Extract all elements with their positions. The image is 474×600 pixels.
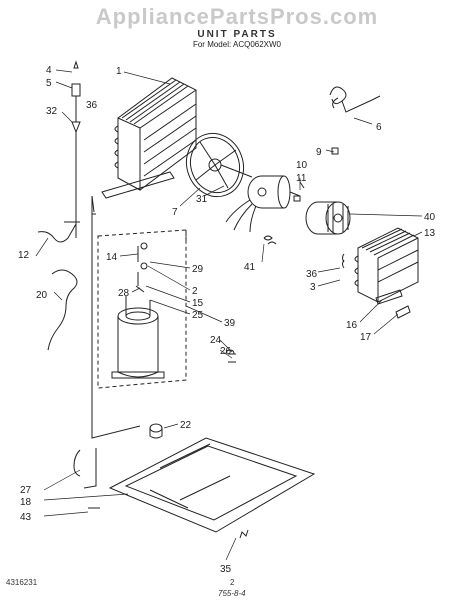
page-number: 2 bbox=[230, 578, 235, 587]
callout-28: 28 bbox=[118, 288, 130, 299]
callout-7: 7 bbox=[172, 207, 178, 218]
compressor bbox=[111, 242, 165, 379]
callout-32: 32 bbox=[46, 106, 58, 117]
callout-labels: 1 4 5 36 32 6 9 10 11 31 7 40 13 41 36 3… bbox=[18, 65, 436, 575]
handwritten-note: 755-8-4 bbox=[218, 589, 246, 598]
callout-39: 39 bbox=[224, 318, 236, 329]
compressor-box bbox=[97, 229, 187, 389]
callout-36-right: 36 bbox=[306, 269, 318, 280]
callout-15: 15 bbox=[192, 298, 204, 309]
fan-motor bbox=[225, 175, 301, 233]
condenser-coil bbox=[114, 77, 197, 191]
callout-24: 24 bbox=[210, 335, 222, 346]
callout-25: 25 bbox=[192, 310, 204, 321]
power-cord bbox=[37, 221, 80, 351]
callout-1: 1 bbox=[116, 66, 122, 77]
callout-3: 3 bbox=[310, 282, 316, 293]
callout-9: 9 bbox=[316, 147, 322, 158]
callout-40: 40 bbox=[424, 212, 436, 223]
blower-wheel bbox=[305, 201, 351, 235]
callout-29: 29 bbox=[192, 264, 204, 275]
fan-blade bbox=[186, 132, 253, 198]
callout-22: 22 bbox=[180, 420, 192, 431]
capillary-tube bbox=[329, 86, 381, 113]
drain-parts bbox=[375, 289, 411, 319]
callout-26: 26 bbox=[220, 346, 232, 357]
callout-20: 20 bbox=[36, 290, 48, 301]
callout-16: 16 bbox=[346, 320, 358, 331]
model-subtitle: For Model: ACQ062XW0 bbox=[192, 40, 282, 49]
callout-43: 43 bbox=[20, 512, 32, 523]
chassis-frame bbox=[91, 196, 141, 439]
thermostat-tube bbox=[71, 60, 81, 238]
hardware-clips bbox=[263, 147, 345, 269]
callout-2: 2 bbox=[192, 286, 198, 297]
leader-lines bbox=[35, 69, 423, 561]
callout-4: 4 bbox=[46, 65, 52, 76]
callout-31: 31 bbox=[196, 194, 208, 205]
callout-18: 18 bbox=[20, 497, 32, 508]
callout-11: 11 bbox=[296, 173, 307, 184]
callout-14: 14 bbox=[106, 252, 118, 263]
callout-35: 35 bbox=[220, 564, 232, 575]
callout-36-top: 36 bbox=[86, 100, 98, 111]
callout-12: 12 bbox=[18, 250, 30, 261]
callout-13: 13 bbox=[424, 228, 436, 239]
watermark: AppliancePartsPros.com bbox=[95, 4, 379, 29]
callout-41: 41 bbox=[244, 262, 256, 273]
base-pan bbox=[83, 437, 316, 533]
mounting-parts bbox=[73, 349, 249, 539]
evaporator-coil bbox=[354, 227, 419, 303]
callout-10: 10 bbox=[296, 160, 308, 171]
callout-27: 27 bbox=[20, 485, 32, 496]
callout-6: 6 bbox=[376, 122, 382, 133]
page-title: UNIT PARTS bbox=[197, 29, 277, 40]
callout-17: 17 bbox=[360, 332, 372, 343]
callout-5: 5 bbox=[46, 78, 52, 89]
document-number: 4316231 bbox=[6, 578, 38, 587]
